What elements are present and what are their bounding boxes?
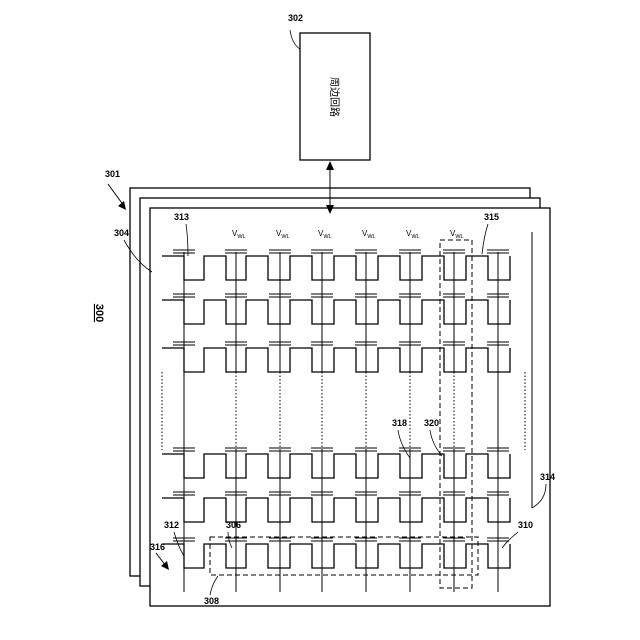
svg-text:310: 310 (518, 520, 533, 530)
svg-text:308: 308 (204, 596, 219, 606)
svg-text:314: 314 (540, 472, 555, 482)
svg-text:313: 313 (174, 212, 189, 222)
figure-label: 300 (93, 304, 105, 322)
svg-text:320: 320 (424, 418, 439, 428)
svg-text:306: 306 (226, 520, 241, 530)
svg-text:302: 302 (288, 13, 303, 23)
svg-text:301: 301 (105, 169, 120, 179)
svg-text:312: 312 (164, 520, 179, 530)
peripheral-circuit-text: 周边回路 (328, 77, 341, 117)
svg-text:315: 315 (484, 212, 499, 222)
callout-301: 301 (105, 169, 126, 210)
svg-text:318: 318 (392, 418, 407, 428)
svg-text:316: 316 (150, 542, 165, 552)
svg-text:304: 304 (114, 228, 129, 238)
